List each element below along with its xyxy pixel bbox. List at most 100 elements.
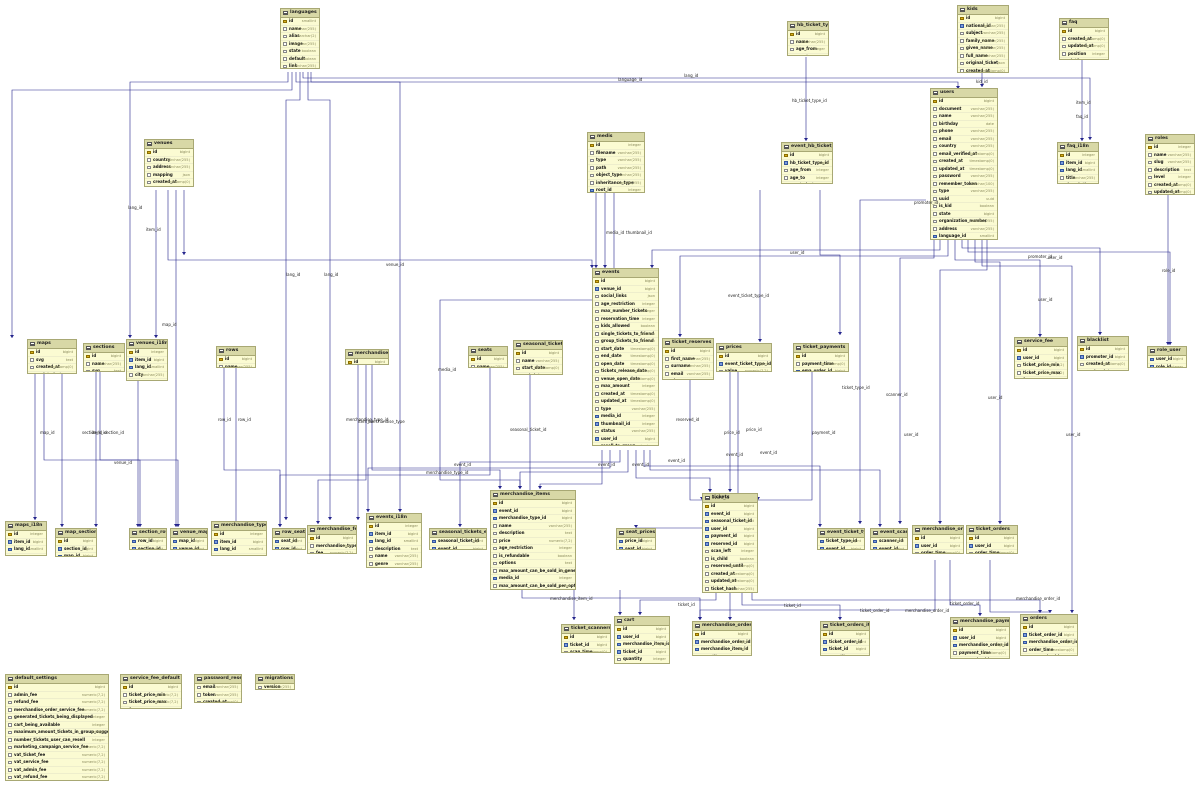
column-name: id [959, 627, 964, 632]
table-merchandise-types[interactable]: merchandise_typesidbigint [345, 349, 389, 365]
column-name: user_id [601, 435, 618, 441]
table-title: languages [281, 9, 319, 18]
column-name: fee [129, 706, 137, 709]
primary-key-icon [493, 501, 497, 505]
table-hb-ticket-types[interactable]: hb_ticket_typesidbigintnamevarchar(255)a… [787, 21, 829, 56]
foreign-key-icon [564, 643, 568, 647]
column-type: numeric(7,2) [81, 707, 105, 712]
table-merchandise-orders[interactable]: merchandise_ordersidbigintuser_idbiginto… [912, 525, 964, 554]
relationship-label: ticket_id [784, 603, 801, 608]
column-type: timestamp(0) [49, 372, 73, 374]
relationship-line [819, 190, 841, 335]
column-name: id [975, 535, 980, 540]
relationship-label: merchandise_type [368, 419, 405, 424]
column-icon [123, 708, 127, 709]
column-name: event_id [711, 510, 731, 516]
table-event-ticket-types[interactable]: event_ticket_typesticket_type_idbigintev… [817, 528, 865, 550]
foreign-key-icon [1150, 357, 1154, 361]
column-name: cart_being_available [14, 721, 61, 727]
column-icon [197, 685, 201, 689]
table-title: tickets [703, 494, 757, 503]
foreign-key-icon [595, 422, 599, 426]
relationship-arrow [1098, 332, 1102, 335]
relationship-arrow [128, 335, 132, 338]
table-merchandise-types-i18n[interactable]: merchandise_types_i18nidintegeritem_idbi… [211, 521, 267, 556]
column-type: bigint [699, 349, 710, 353]
table-event-scanner[interactable]: event_scannerscanner_idbigintevent_idbig… [870, 528, 908, 550]
table-event-hb-ticket-types[interactable]: event_hb_ticket_typesidbiginthb_ticket_t… [781, 142, 833, 184]
table-icon [873, 531, 878, 535]
table-seasonal-tickets-events[interactable]: seasonal_tickets_eventsseasonal_ticket_i… [429, 528, 487, 550]
column-name: id [36, 349, 41, 354]
column-type: bigint [82, 546, 93, 551]
column-icon [369, 562, 373, 566]
column-icon [595, 392, 599, 396]
table-merchandise-payments[interactable]: merchandise_paymentsidbigintuser_idbigin… [950, 617, 1010, 659]
column-type: timestamp(0) [630, 346, 655, 351]
table-title-text: orders [1030, 616, 1047, 621]
table-password-resets[interactable]: password_resetsemailvarchar(255)tokenvar… [194, 674, 242, 703]
table-ticket-orders-items[interactable]: ticket_orders_itemsidbigintticket_order_… [820, 621, 870, 656]
table-merchandise-orders-items[interactable]: merchandise_orders_itemsidbigintmerchand… [692, 621, 752, 656]
column-type: text [564, 531, 572, 535]
column-type: integer [816, 168, 829, 172]
column-name: document [939, 105, 962, 111]
column-name: open_date [601, 360, 625, 366]
column-type: bigint [893, 539, 904, 543]
column-type: numeric(7,2) [154, 692, 178, 697]
table-title-text: kids [967, 7, 978, 12]
column-name: seasonal_ticket_id [711, 518, 752, 523]
